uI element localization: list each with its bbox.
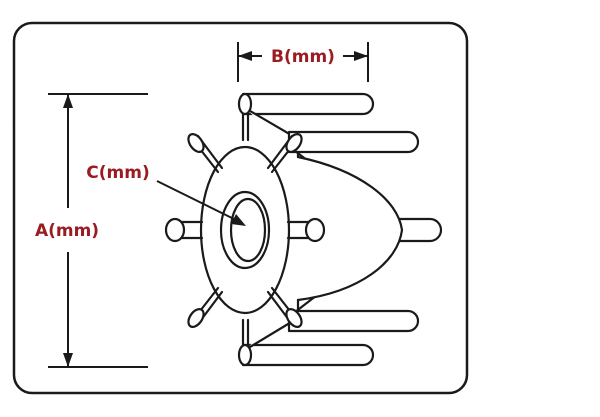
impeller-front-spokes: [174, 113, 316, 347]
impeller-vane-tips: [164, 92, 326, 367]
dimension-b-label: B(mm): [271, 47, 335, 67]
dimension-c-label: C(mm): [86, 163, 149, 183]
impeller-rear-body: [296, 155, 404, 302]
dimension-c-leader: [156, 180, 246, 226]
dimension-a: [48, 93, 148, 368]
dimension-a-label: A(mm): [35, 221, 99, 241]
impeller-icon: [164, 92, 443, 367]
impeller-bore-inner: [229, 197, 267, 263]
dimension-b: [237, 42, 369, 82]
